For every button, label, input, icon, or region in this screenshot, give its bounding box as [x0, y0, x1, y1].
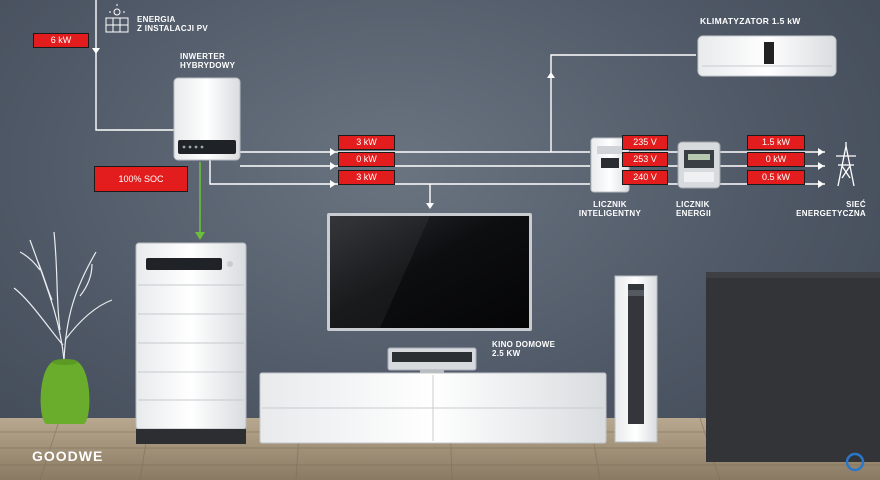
- wiring: [95, 0, 825, 206]
- tower-speaker: [614, 275, 658, 443]
- brand-logo: GOODWE: [32, 448, 104, 464]
- soundbar: [387, 347, 477, 375]
- inverter-out-1-badge: 3 kW: [339, 136, 394, 149]
- air-conditioner: [697, 35, 837, 77]
- voltage-2-badge: 253 V: [623, 153, 667, 166]
- wiring-arrows: [92, 48, 824, 209]
- inverter-out-2-badge: 0 kW: [339, 153, 394, 166]
- soc-badge: 100% SOC: [95, 167, 187, 191]
- voltage-3-badge: 240 V: [623, 171, 667, 184]
- grid-power-1-badge: 1.5 kW: [748, 136, 804, 149]
- dark-cabinet: [706, 272, 880, 462]
- solar-panel-icon: [105, 4, 129, 33]
- pv-power-badge: 6 kW: [34, 34, 88, 47]
- air-conditioner-label: KLIMATYZATOR 1.5 kW: [700, 16, 801, 26]
- chat-icon: [845, 452, 865, 472]
- hybrid-inverter: [173, 77, 241, 161]
- vase-with-branches: [13, 231, 113, 424]
- grid-power-2-badge: 0 kW: [748, 153, 804, 166]
- battery-link-arrow: [195, 232, 205, 240]
- television: [327, 213, 532, 331]
- energy-meter-device: [677, 141, 721, 189]
- battery-stack: [135, 242, 247, 444]
- grid-power-3-badge: 0.5 kW: [748, 171, 804, 184]
- inverter-out-3-badge: 3 kW: [339, 171, 394, 184]
- voltage-1-badge: 235 V: [623, 136, 667, 149]
- power-pylon-icon: [836, 142, 856, 187]
- tv-stand: [259, 372, 607, 444]
